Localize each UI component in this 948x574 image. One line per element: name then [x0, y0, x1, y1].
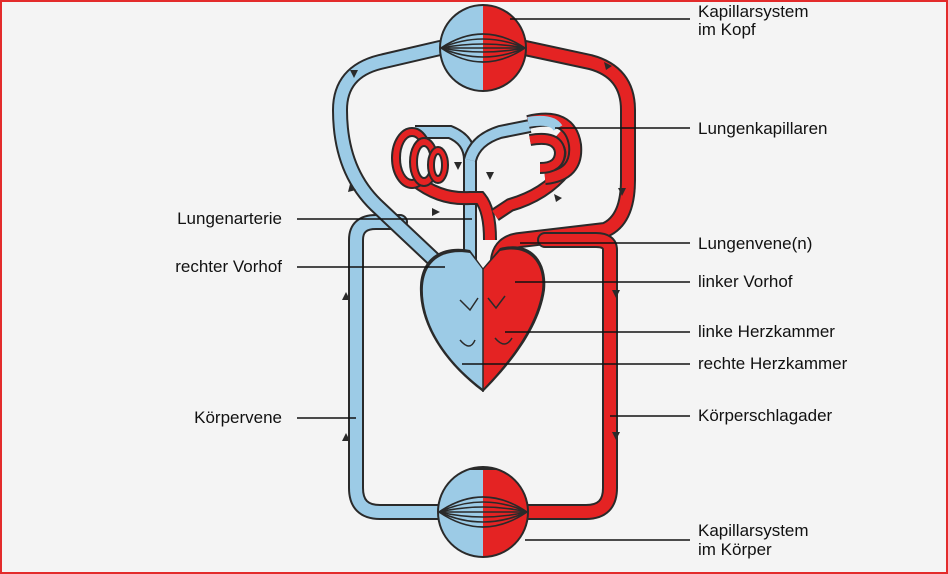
label-head-capillaries-line2: im Kopf	[698, 20, 756, 39]
label-lung-capillaries: Lungenkapillaren	[698, 119, 828, 138]
label-left-atrium: linker Vorhof	[698, 272, 793, 291]
label-pulmonary-artery: Lungenarterie	[177, 209, 282, 228]
label-pulmonary-vein: Lungenvene(n)	[698, 234, 813, 253]
pulmonary-artery-vessel	[415, 119, 532, 300]
label-right-ventricle: rechte Herzkammer	[698, 354, 848, 373]
body-capillary-network	[437, 466, 529, 558]
left-lung-capillaries	[391, 127, 449, 189]
head-vein-vessel	[331, 40, 453, 278]
heart	[419, 246, 546, 392]
body-vein-vessel	[348, 214, 448, 520]
label-body-artery: Körperschlagader	[698, 406, 833, 425]
label-body-capillaries-line2: im Körper	[698, 540, 772, 559]
head-capillary-network	[439, 4, 527, 92]
label-left-ventricle: linke Herzkammer	[698, 322, 835, 341]
label-body-capillaries-line1: Kapillarsystem	[698, 521, 809, 540]
label-body-vein: Körpervene	[194, 408, 282, 427]
label-head-capillaries-line1: Kapillarsystem	[698, 2, 809, 21]
leader-lines	[297, 18, 690, 541]
flow-arrows	[342, 62, 626, 441]
right-lung-capillaries	[526, 112, 583, 185]
body-artery-vessel	[490, 40, 636, 520]
label-right-atrium: rechter Vorhof	[175, 257, 282, 276]
